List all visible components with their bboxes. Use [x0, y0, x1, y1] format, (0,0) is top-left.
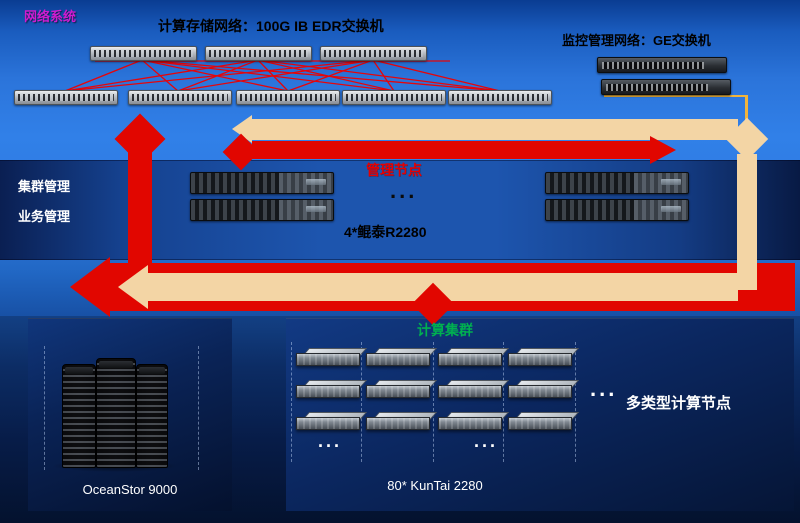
compute-node	[508, 380, 572, 398]
compute-dashed-guide	[291, 342, 292, 462]
ge-switch	[597, 57, 727, 73]
compute-node	[366, 412, 430, 430]
compute-dashed-guide	[433, 342, 434, 462]
ib-switch	[448, 90, 552, 105]
ib-switch	[90, 46, 197, 61]
compute-node	[438, 380, 502, 398]
compute-cluster-title: 计算集群	[417, 322, 473, 338]
compute-node	[296, 412, 360, 430]
storage-tower	[136, 364, 168, 468]
management-server-model: 4*鲲泰R2280	[344, 224, 427, 240]
ib-switch	[128, 90, 232, 105]
management-node-title: 管理节点	[366, 162, 422, 178]
mesh-lines	[64, 59, 501, 92]
ib-switch	[205, 46, 312, 61]
ib-switch	[342, 90, 446, 105]
compute-node	[296, 348, 360, 366]
management-server	[545, 199, 689, 221]
management-server	[545, 172, 689, 194]
compute-ellipsis-2: ...	[474, 431, 499, 451]
compute-ellipsis-1: ...	[318, 431, 343, 451]
flow-arrowhead-red-right	[650, 136, 676, 164]
flow-arrowhead-red-big-left	[70, 257, 110, 317]
flow-band-red-top	[252, 141, 650, 159]
flow-band-red-vertical	[128, 139, 152, 269]
flow-arrowhead-tan-big-left	[118, 265, 148, 309]
compute-dashed-guide	[503, 342, 504, 462]
flow-band-tan-vertical	[737, 154, 757, 290]
management-ellipsis: ...	[390, 178, 418, 203]
storage-tower	[96, 358, 136, 468]
compute-network-label: 计算存储网络：100G IB EDR交换机	[158, 18, 384, 34]
monitor-network-label: 监控管理网络：GE交换机	[562, 33, 711, 48]
storage-tower	[62, 364, 96, 468]
compute-node	[508, 412, 572, 430]
business-management-label: 业务管理	[18, 209, 71, 224]
flow-band-tan-top	[250, 119, 738, 140]
ge-switch	[601, 79, 731, 95]
management-server	[190, 199, 334, 221]
storage-dashed-guide	[198, 346, 199, 470]
compute-node	[366, 380, 430, 398]
ib-switch	[236, 90, 340, 105]
storage-label: OceanStor 9000	[82, 482, 178, 497]
compute-side-label: 多类型计算节点	[626, 395, 732, 412]
management-server	[190, 172, 334, 194]
ib-switch	[14, 90, 118, 105]
compute-dashed-guide	[575, 342, 576, 462]
compute-node	[508, 348, 572, 366]
compute-dashed-guide	[361, 342, 362, 462]
ge-connector-line	[745, 95, 748, 127]
compute-node	[438, 412, 502, 430]
ib-switch	[320, 46, 427, 61]
cluster-management-label: 集群管理	[18, 179, 71, 194]
storage-dashed-guide	[44, 346, 45, 470]
compute-side-ellipsis: ...	[590, 376, 618, 401]
network-system-label: 网络系统	[24, 9, 77, 24]
compute-node	[438, 348, 502, 366]
ge-connector-line	[604, 95, 748, 97]
compute-node	[296, 380, 360, 398]
compute-node	[366, 348, 430, 366]
compute-model-label: 80* KunTai 2280	[387, 478, 483, 493]
